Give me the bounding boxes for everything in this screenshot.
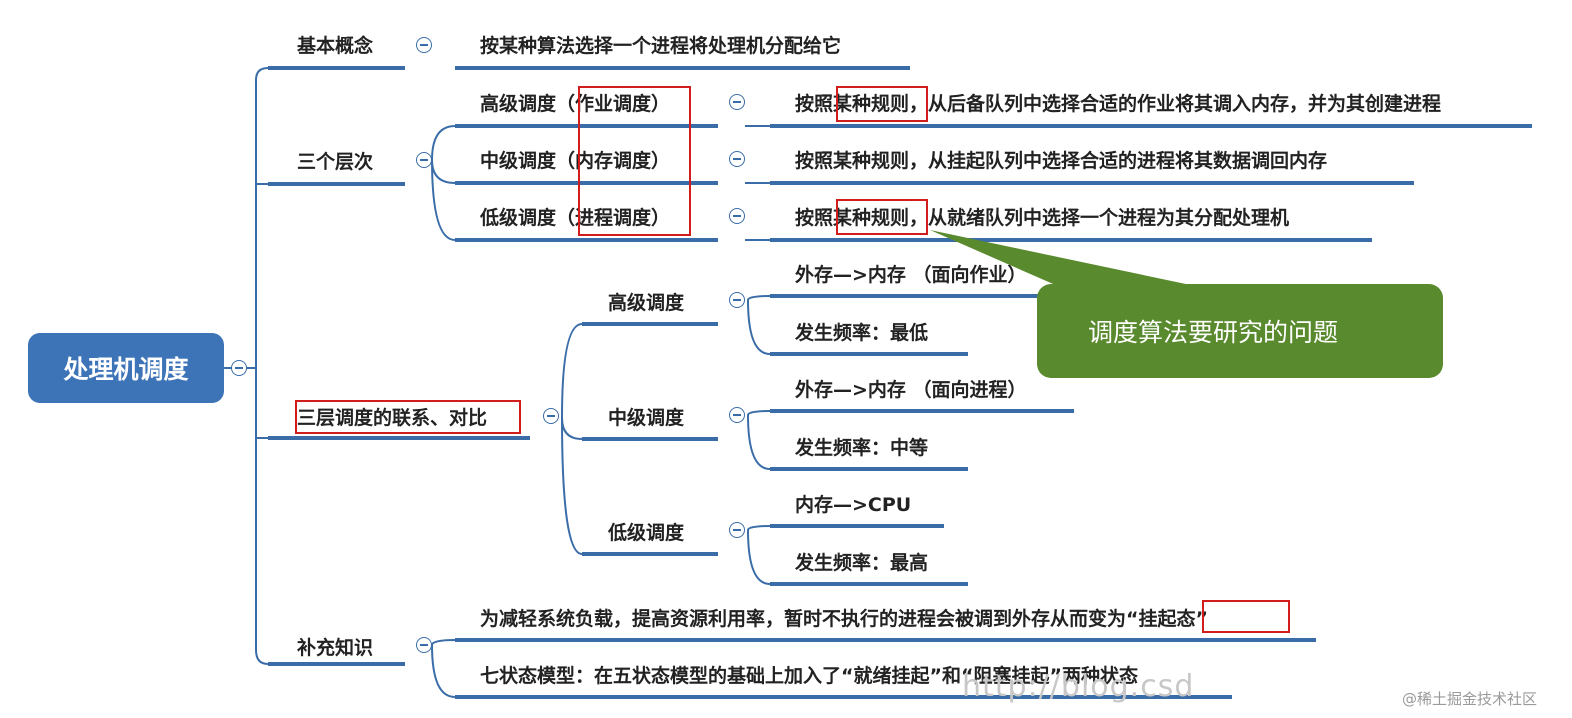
level-mid-collapse-icon[interactable] (729, 151, 745, 167)
concept-collapse-icon[interactable] (416, 37, 432, 53)
compare-low-b: 发生频率：最高 (795, 552, 929, 574)
highlight-box-suspend (1202, 600, 1290, 633)
suspend-state-highlight: “挂起态” (1126, 608, 1208, 630)
rule-highlight-3: 某种规则 (833, 207, 910, 229)
level-low-name[interactable]: 低级调度（进程调度） (480, 207, 671, 229)
level-low-detail: 按照某种规则，从就绪队列中选择一个进程为其分配处理机 (795, 207, 1290, 229)
extra-collapse-icon[interactable] (416, 637, 432, 653)
compare-high-a: 外存—>内存 （面向作业） (795, 264, 1027, 286)
compare-low-name[interactable]: 低级调度 (608, 522, 685, 544)
compare-low-collapse-icon[interactable] (729, 522, 745, 538)
level-mid-name[interactable]: 中级调度（内存调度） (480, 150, 671, 172)
callout-text: 调度算法要研究的问题 (1088, 318, 1339, 347)
level-low-collapse-icon[interactable] (729, 208, 745, 224)
watermark-credit: @稀土掘金技术社区 (1402, 690, 1538, 708)
level-mid-detail: 按照某种规则，从挂起队列中选择合适的进程将其数据调回内存 (795, 150, 1328, 172)
branch-levels[interactable]: 三个层次 (297, 151, 374, 173)
rule-highlight-1: 某种规则 (833, 93, 910, 115)
compare-mid-a: 外存—>内存 （面向进程） (795, 379, 1027, 401)
extra-line-1: 为减轻系统负载，提高资源利用率，暂时不执行的进程会被调到外存从而变为“挂起态” (480, 608, 1208, 630)
compare-high-collapse-icon[interactable] (729, 292, 745, 308)
highlight-box-compare (295, 400, 521, 434)
level-high-collapse-icon[interactable] (729, 94, 745, 110)
highlight-box-rule-1 (836, 86, 928, 122)
root-node[interactable]: 处理机调度 (28, 333, 224, 403)
concept-detail: 按某种算法选择一个进程将处理机分配给它 (480, 35, 842, 57)
compare-collapse-icon[interactable] (543, 408, 559, 424)
compare-high-b: 发生频率：最低 (795, 322, 929, 344)
compare-high-name[interactable]: 高级调度 (608, 292, 685, 314)
extra-line-2: 七状态模型：在五状态模型的基础上加入了“就绪挂起”和“阻塞挂起”两种状态 (480, 665, 1138, 687)
highlight-box-rule-3 (836, 199, 928, 235)
levels-collapse-icon[interactable] (416, 152, 432, 168)
compare-mid-name[interactable]: 中级调度 (608, 407, 685, 429)
branch-extra[interactable]: 补充知识 (297, 637, 374, 659)
compare-mid-b: 发生频率：中等 (795, 437, 929, 459)
level-high-detail: 按照某种规则，从后备队列中选择合适的作业将其调入内存，并为其创建进程 (795, 93, 1442, 115)
branch-concept[interactable]: 基本概念 (297, 35, 374, 57)
compare-low-a: 内存—>CPU (795, 494, 912, 516)
level-high-name[interactable]: 高级调度（作业调度） (480, 93, 671, 115)
root-collapse-icon[interactable] (231, 360, 247, 376)
highlight-box-level-names (578, 86, 691, 236)
watermark-url: http://blog.csd (962, 669, 1195, 704)
branch-compare[interactable]: 三层调度的联系、对比 (297, 407, 488, 429)
compare-mid-collapse-icon[interactable] (729, 407, 745, 423)
